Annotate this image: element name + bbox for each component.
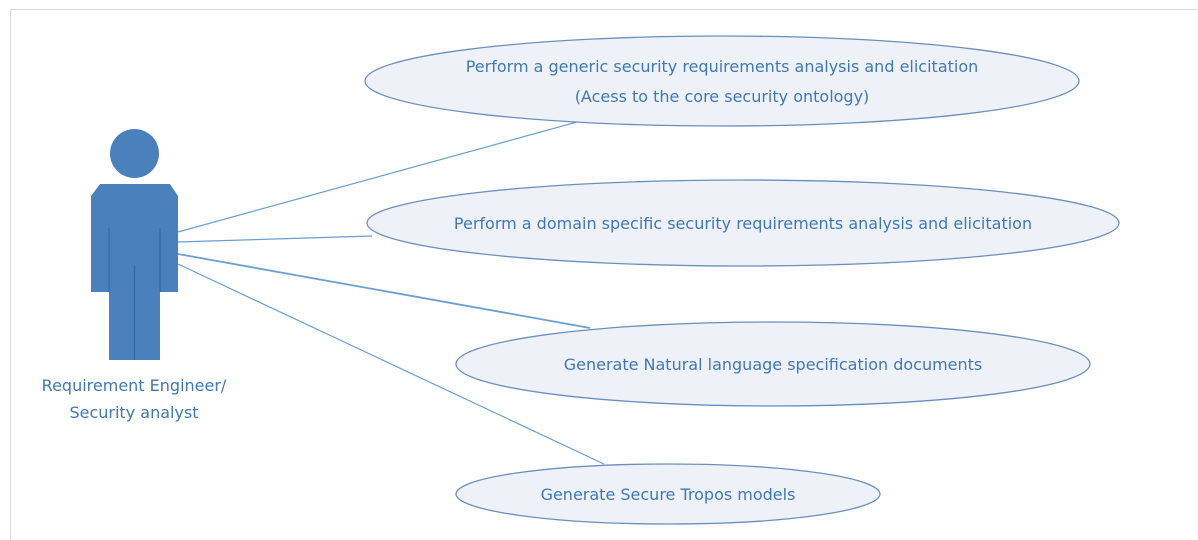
association-line-tropos-models [177,263,605,465]
use-case-tropos-models[interactable]: Generate Secure Tropos models [455,463,881,525]
use-case-nl-documents[interactable]: Generate Natural language specification … [455,321,1091,407]
use-case-label: Perform a domain specific security requi… [454,214,1032,233]
use-case-label-line1: Perform a generic security requirements … [466,57,979,76]
use-case-label-line2: (Acess to the core security ontology) [575,87,870,106]
use-case-domain-analysis[interactable]: Perform a domain specific security requi… [366,179,1120,267]
association-line-generic-analysis [177,121,578,233]
actor-label-line1: Requirement Engineer/ [42,376,227,395]
actor-figure[interactable] [91,129,178,360]
use-case-ellipse [455,321,1091,407]
use-case-ellipse [364,35,1080,127]
use-case-label: Generate Secure Tropos models [541,485,796,504]
use-case-ellipse [455,463,881,525]
use-case-generic-analysis[interactable]: Perform a generic security requirements … [364,35,1080,127]
actor-label-line2: Security analyst [69,403,198,422]
use-case-label: Generate Natural language specification … [564,355,983,374]
use-case-ellipse [366,179,1120,267]
association-line-domain-analysis [177,235,373,243]
association-line-nl-documents [177,253,591,329]
actor-head [110,129,159,178]
